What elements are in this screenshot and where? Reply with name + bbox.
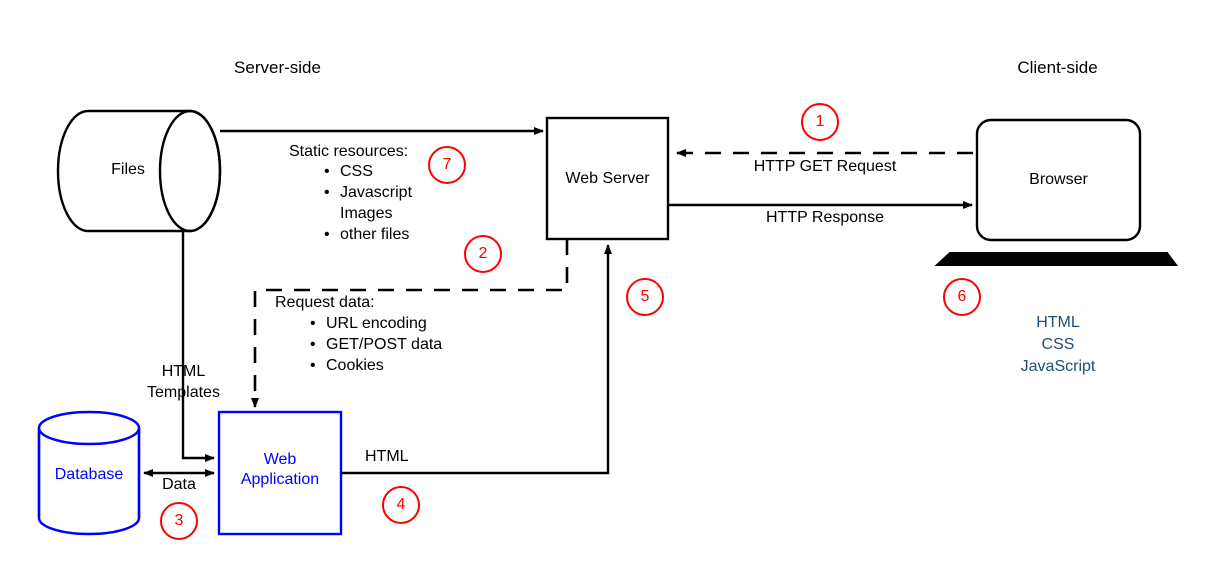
http-get-request-label: HTTP GET Request (753, 158, 897, 175)
web-server-box (545, 116, 670, 241)
html-templates-label-line2: Templates (147, 384, 220, 401)
database-cylinder (37, 410, 141, 536)
static-resources-heading: Static resources: (289, 143, 409, 160)
request-data-list: URL encoding GET/POST data Cookies (306, 313, 442, 376)
step-marker-7: 7 (428, 146, 466, 184)
web-server-label: Web Server (565, 170, 650, 187)
files-label: Files (111, 161, 145, 178)
data-label: Data (162, 476, 196, 493)
browser-label: Browser (1029, 171, 1088, 188)
step-marker-4: 4 (382, 486, 420, 524)
client-tech-javascript: JavaScript (1020, 358, 1096, 375)
step-marker-6: 6 (943, 278, 981, 316)
request-data-heading: Request data: (275, 294, 375, 311)
client-tech-html: HTML (1036, 314, 1080, 331)
database-label: Database (54, 466, 124, 483)
request-data-item: GET/POST data (310, 334, 442, 355)
static-resource-item: Images (340, 205, 393, 222)
web-application-box (217, 410, 343, 536)
client-side-title: Client-side (1017, 58, 1098, 77)
browser-box (975, 118, 1142, 242)
static-resource-item: other files (324, 224, 412, 245)
laptop-base-icon (934, 252, 1178, 266)
files-cylinder (56, 109, 222, 233)
html-label: HTML (365, 448, 409, 465)
step-marker-5: 5 (626, 278, 664, 316)
html-templates-label-line1: HTML (161, 363, 206, 380)
client-tech-css: CSS (1041, 336, 1075, 353)
edge-request-data (251, 239, 569, 408)
step-marker-3: 3 (160, 502, 198, 540)
request-data-item: URL encoding (310, 313, 442, 334)
static-resource-item: CSS (324, 161, 412, 182)
request-data-item: Cookies (310, 355, 442, 376)
edge-html-to-webserver (341, 244, 612, 475)
static-resources-list: CSS Javascript Images other files (320, 161, 412, 245)
step-marker-1: 1 (801, 103, 839, 141)
web-application-label-line2: Application (240, 471, 320, 488)
web-application-label-line1: Web (263, 451, 297, 468)
server-side-title: Server-side (234, 58, 321, 77)
step-marker-2: 2 (464, 235, 502, 273)
http-response-label: HTTP Response (766, 209, 884, 226)
edge-html-templates (181, 232, 215, 462)
static-resource-item: Javascript (324, 182, 412, 203)
